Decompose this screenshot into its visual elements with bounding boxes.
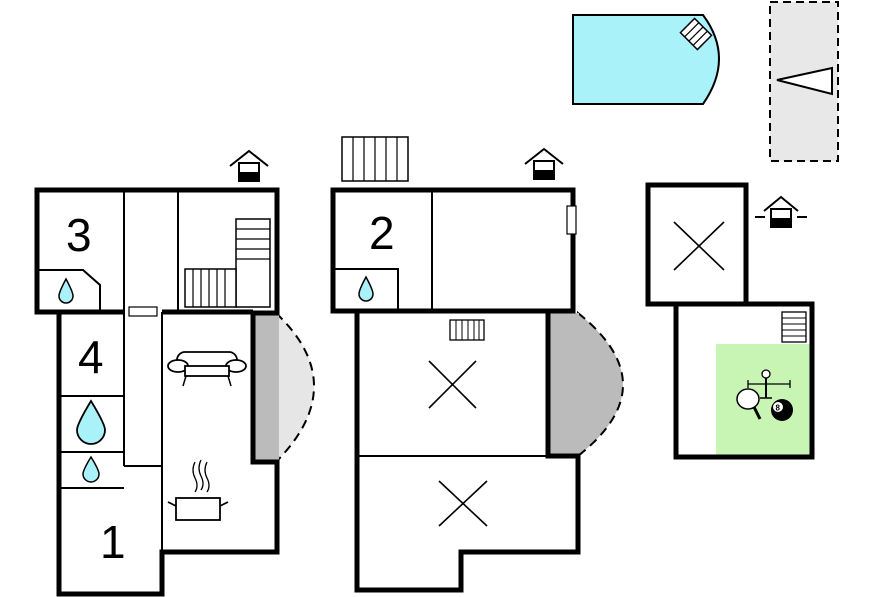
sofa-icon [167, 351, 247, 387]
table-tennis-icon [736, 388, 762, 420]
stairs-icon [184, 218, 271, 308]
kitchen-pot-icon [167, 459, 229, 521]
water-drop-icon [76, 399, 106, 445]
entrance-icon [755, 195, 807, 228]
terrace [548, 313, 579, 456]
pool [572, 14, 720, 105]
pool-icon [572, 14, 720, 105]
pool-ladder [679, 17, 713, 51]
stairs-icon [341, 136, 409, 182]
entrance-icon [229, 149, 269, 182]
void-mark [438, 480, 488, 527]
stairs-icon [781, 311, 807, 343]
void-mark [428, 360, 477, 409]
games-room [716, 344, 810, 455]
window [566, 205, 577, 235]
table-football-icon [747, 369, 791, 399]
water-drop-icon [82, 455, 100, 483]
building-1: 3 4 1 [34, 149, 315, 597]
stairs-icon [449, 319, 485, 341]
water-drop-icon [358, 275, 374, 302]
terrace-outer [275, 310, 315, 465]
billiard-ball-icon: 8 [771, 399, 793, 421]
window [128, 306, 158, 317]
parking [769, 1, 839, 162]
water-drop-icon [58, 277, 74, 304]
room-label: 4 [78, 331, 104, 383]
room-label: 1 [100, 516, 126, 568]
terrace [253, 313, 279, 462]
building-2: 2 [330, 136, 624, 593]
billiard-ball-number: 8 [776, 404, 781, 413]
entrance-icon [524, 147, 564, 180]
room-label: 2 [369, 207, 395, 259]
building-3: 8 [645, 182, 815, 460]
terrace-outer [577, 310, 624, 459]
room-label: 3 [66, 209, 92, 261]
parking-icon [776, 66, 833, 96]
void-mark [673, 221, 725, 271]
